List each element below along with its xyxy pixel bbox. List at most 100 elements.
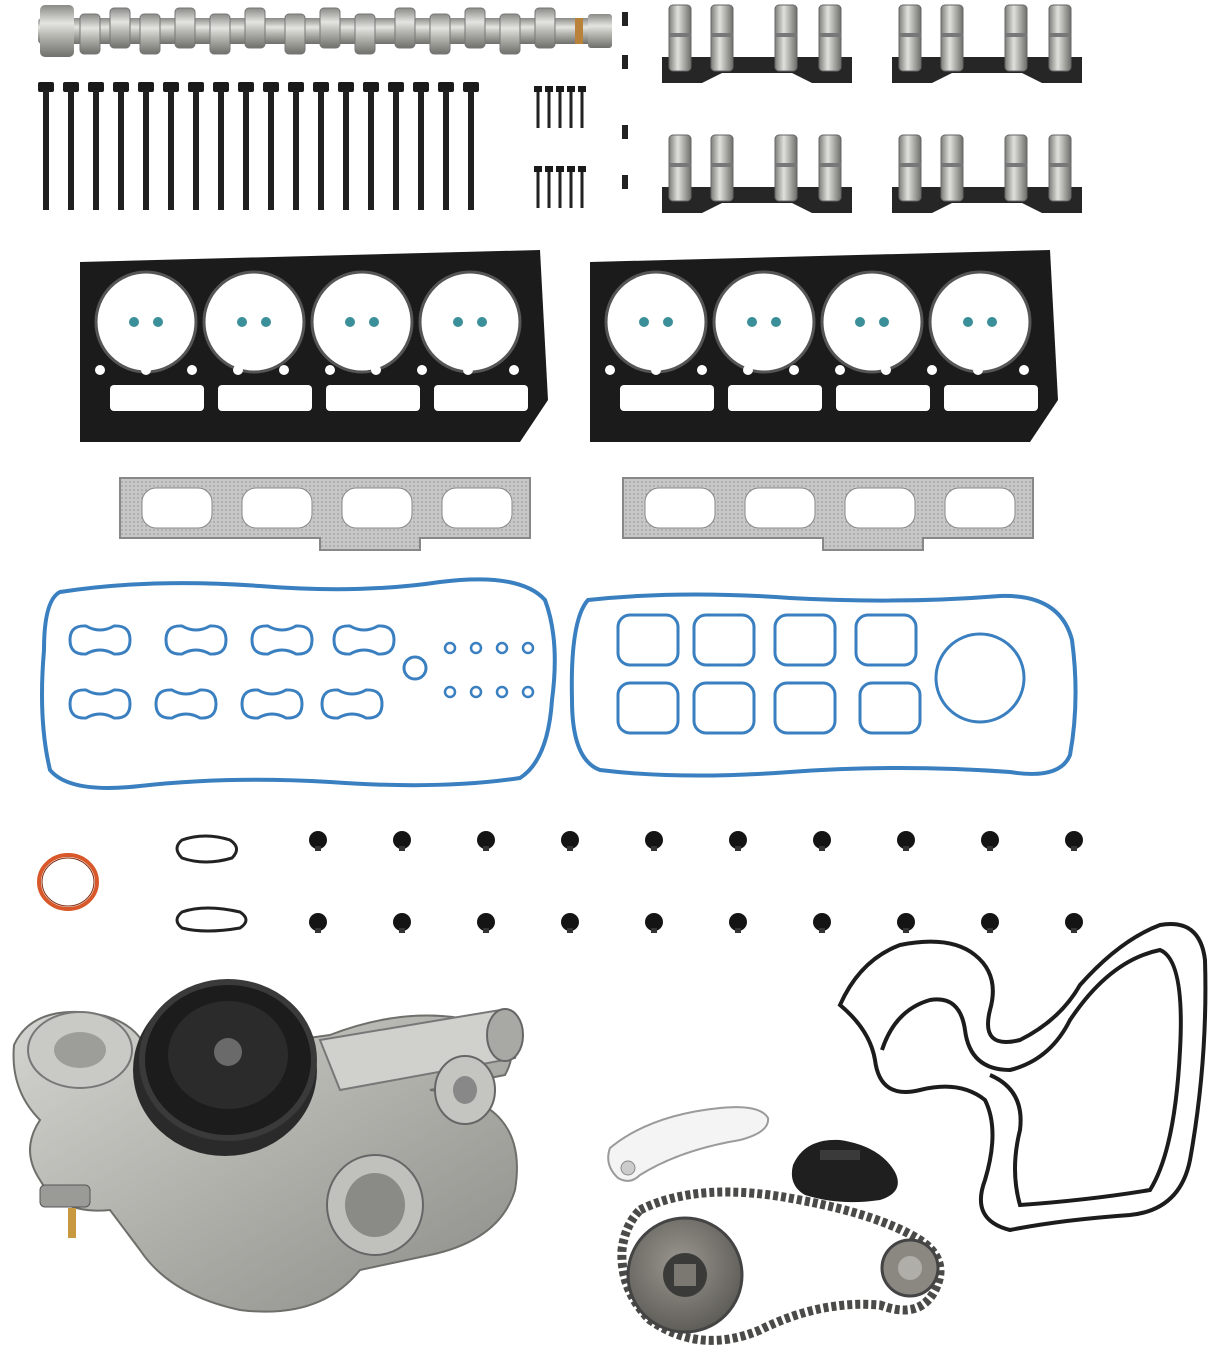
- valve-seal: [237, 317, 247, 327]
- exhaust-port: [744, 487, 816, 529]
- valve-stem-seal: [561, 831, 579, 849]
- lifter-tray: [662, 134, 852, 213]
- small-o-ring: [521, 641, 535, 655]
- seal-base: [567, 928, 573, 933]
- bolt-head: [213, 82, 229, 92]
- head-gaskets: [80, 250, 1058, 442]
- coolant-passage: [110, 385, 204, 411]
- bolt-shaft: [368, 90, 374, 210]
- bolt-hole: [743, 365, 753, 375]
- valve-stem-seal: [813, 913, 831, 931]
- valve-stem-seal: [1065, 913, 1083, 931]
- intake-port-seal: [773, 613, 837, 667]
- cam-lobe: [394, 7, 416, 49]
- bolt-head: [263, 82, 279, 92]
- bolt-shaft: [468, 90, 474, 210]
- bolt-hole: [325, 365, 335, 375]
- spark-plug-seal: [164, 624, 228, 656]
- seal-base: [903, 928, 909, 933]
- valve-seal: [129, 317, 139, 327]
- coolant-passage: [434, 385, 528, 411]
- valve-stem-seal: [477, 913, 495, 931]
- cam-lobe: [174, 7, 196, 49]
- small-bolt-head: [534, 166, 542, 172]
- tray-bar: [662, 57, 852, 83]
- valve-stem-seal: [393, 913, 411, 931]
- lifter-groove: [819, 163, 841, 167]
- bolt-hole: [973, 365, 983, 375]
- coolant-passage: [218, 385, 312, 411]
- intake-port-seal: [854, 613, 918, 667]
- bolt-hole: [417, 365, 427, 375]
- valve-seal: [261, 317, 271, 327]
- lifter: [898, 4, 922, 72]
- small-bolt-shaft: [569, 92, 573, 128]
- lifter-groove: [941, 163, 963, 167]
- bolt-shaft: [443, 90, 449, 210]
- valve-seal: [639, 317, 649, 327]
- small-bolt-shaft: [536, 92, 540, 128]
- bolt-shaft: [93, 90, 99, 210]
- seal-base: [483, 846, 489, 851]
- lifter: [818, 134, 842, 202]
- bolt-shaft: [268, 90, 274, 210]
- cylinder-bore: [94, 270, 198, 374]
- exhaust-port: [141, 487, 213, 529]
- small-bolt-head: [545, 166, 553, 172]
- head-gasket: [80, 250, 548, 442]
- bolt-head: [238, 82, 254, 92]
- bolt-head: [88, 82, 104, 92]
- lifter: [1048, 4, 1072, 72]
- lifter: [668, 134, 692, 202]
- bolt-head: [463, 82, 479, 92]
- small-gaskets: [175, 834, 248, 933]
- stud: [622, 125, 628, 139]
- cam-lobe: [499, 13, 521, 55]
- valve-stem-seal: [729, 913, 747, 931]
- gasket-plate: [119, 477, 531, 551]
- valve-stem-seal: [309, 831, 327, 849]
- lifter-groove: [1005, 33, 1027, 37]
- bolt-head: [338, 82, 354, 92]
- stud: [622, 12, 628, 26]
- spark-plug-seal: [320, 688, 384, 720]
- coolant-passage: [836, 385, 930, 411]
- bolt-hole: [697, 365, 707, 375]
- cam-lobe: [139, 13, 161, 55]
- valve-seal: [369, 317, 379, 327]
- bolt-shaft: [118, 90, 124, 210]
- bolt-head: [63, 82, 79, 92]
- lifter-groove: [819, 33, 841, 37]
- timing-chain-sprockets: [617, 1187, 945, 1345]
- seal-base: [567, 846, 573, 851]
- seal-base: [1071, 928, 1077, 933]
- bolt-hole: [233, 365, 243, 375]
- cam-lobe: [429, 13, 451, 55]
- small-bolt-shaft: [580, 172, 584, 208]
- bolt-head: [313, 82, 329, 92]
- seal-base: [651, 846, 657, 851]
- intake-port-seal: [692, 681, 756, 735]
- small-bolt-head: [567, 166, 575, 172]
- valve-stem-seal: [981, 831, 999, 849]
- lifter-groove: [941, 33, 963, 37]
- exhaust-gasket: [622, 477, 1034, 551]
- lifter-tray: [662, 4, 852, 83]
- intake-port-seal: [858, 681, 922, 735]
- small-bolt-shaft: [558, 92, 562, 128]
- valve-seal: [153, 317, 163, 327]
- spark-plug-seal: [332, 624, 396, 656]
- chain-tensioner: [791, 1139, 898, 1203]
- tray-bar: [892, 57, 1082, 83]
- coolant-passage: [326, 385, 420, 411]
- valve-stem-seal: [393, 831, 411, 849]
- lifter: [710, 134, 734, 202]
- small-bolts: [534, 12, 628, 208]
- cylinder-bore: [604, 270, 708, 374]
- seal-base: [1071, 846, 1077, 851]
- small-o-ring: [443, 685, 457, 699]
- exhaust-gasket: [119, 477, 531, 551]
- small-bolt-shaft: [547, 172, 551, 208]
